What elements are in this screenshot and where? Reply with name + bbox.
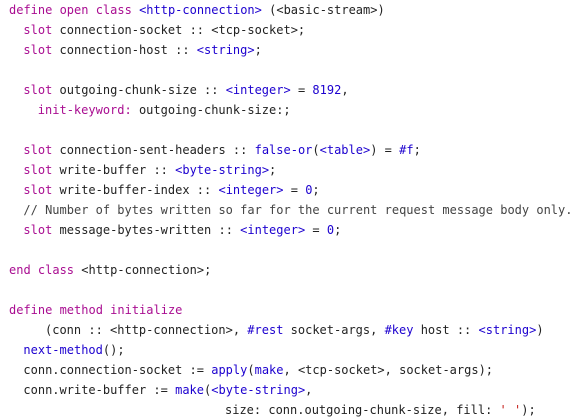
- code-token-plain: ) =: [370, 143, 400, 157]
- code-line: define open class <http-connection> (<ba…: [9, 0, 385, 20]
- code-token-number: 8192: [312, 83, 342, 97]
- code-token-plain: ;: [254, 43, 262, 57]
- code-token-type: #rest: [247, 323, 284, 337]
- code-token-type: make: [254, 363, 284, 377]
- code-line: size: conn.outgoing-chunk-size, fill: ' …: [225, 400, 536, 419]
- code-token-type: <integer>: [240, 223, 306, 237]
- code-line: slot write-buffer :: <byte-string>;: [23, 160, 276, 180]
- code-token-type: <byte-string>: [175, 163, 270, 177]
- code-token-type: apply: [211, 363, 248, 377]
- code-line: end class <http-connection>;: [9, 260, 211, 280]
- code-token-keyword: init-keyword:: [37, 103, 132, 117]
- code-token-plain: ,: [341, 83, 349, 97]
- code-line: slot write-buffer-index :: <integer> = 0…: [23, 180, 319, 200]
- code-token-plain: =: [283, 183, 306, 197]
- code-line: conn.write-buffer := make(<byte-string>,: [23, 380, 312, 400]
- code-token-type: <byte-string>: [211, 383, 306, 397]
- code-line: init-keyword: outgoing-chunk-size:;: [38, 100, 291, 120]
- code-token-plain: message-bytes-written ::: [52, 223, 241, 237]
- code-token-keyword: slot: [23, 183, 53, 197]
- code-token-keyword: slot: [23, 83, 53, 97]
- code-token-plain: ;: [312, 183, 320, 197]
- code-token-string: ' ': [499, 403, 522, 417]
- code-token-plain: host ::: [413, 323, 479, 337]
- code-token-plain: write-buffer ::: [52, 163, 176, 177]
- code-token-plain: connection-sent-headers ::: [52, 143, 255, 157]
- code-token-plain: socket-args,: [283, 323, 385, 337]
- code-token-keyword: initialize: [110, 303, 183, 317]
- code-line: // Number of bytes written so far for th…: [23, 200, 572, 220]
- code-token-plain: conn.connection-socket :=: [23, 363, 212, 377]
- code-token-plain: ;: [413, 143, 421, 157]
- code-token-type: false-or: [254, 143, 313, 157]
- code-token-type: make: [175, 383, 205, 397]
- code-token-plain: outgoing-chunk-size:;: [131, 103, 291, 117]
- code-token-number: 0: [326, 223, 335, 237]
- code-token-plain: write-buffer-index ::: [52, 183, 219, 197]
- code-token-plain: ): [536, 323, 544, 337]
- code-token-plain: ;: [269, 163, 277, 177]
- code-token-plain: =: [305, 223, 327, 237]
- code-token-keyword: end class: [9, 263, 75, 277]
- code-token-plain: (: [312, 143, 320, 157]
- code-token-keyword: define method: [9, 303, 103, 317]
- code-token-keyword: slot: [23, 143, 53, 157]
- code-token-keyword: slot: [23, 223, 53, 237]
- code-token-comment: // Number of bytes written so far for th…: [23, 203, 573, 217]
- code-token-type: <http-connection>: [139, 3, 262, 17]
- code-token-plain: connection-socket :: <tcp-socket>;: [52, 23, 306, 37]
- code-token-plain: ;: [334, 223, 342, 237]
- code-token-plain: ,: [305, 383, 313, 397]
- code-token-type: #key: [384, 323, 414, 337]
- code-token-type: <string>: [196, 43, 255, 57]
- code-token-plain: (: [247, 363, 255, 377]
- code-token-plain: size: conn.outgoing-chunk-size, fill:: [225, 403, 500, 417]
- code-line: slot connection-socket :: <tcp-socket>;: [23, 20, 305, 40]
- code-token-plain: conn.write-buffer :=: [23, 383, 176, 397]
- code-token-type: <integer>: [218, 183, 284, 197]
- code-token-type: <table>: [319, 143, 371, 157]
- code-line: define method initialize: [9, 300, 182, 320]
- code-token-plain: [132, 3, 139, 17]
- code-token-plain: , <tcp-socket>, socket-args);: [283, 363, 494, 377]
- code-token-type: #f: [399, 143, 414, 157]
- code-token-plain: ();: [102, 343, 125, 357]
- code-token-number: 0: [305, 183, 313, 197]
- code-token-plain: connection-host ::: [52, 43, 197, 57]
- code-token-plain: (<basic-stream>): [261, 3, 385, 17]
- code-token-keyword: slot: [23, 23, 53, 37]
- code-token-plain: );: [521, 403, 536, 417]
- code-line: next-method();: [23, 340, 124, 360]
- code-line: (conn :: <http-connection>, #rest socket…: [45, 320, 544, 340]
- code-token-type: <integer>: [225, 83, 291, 97]
- code-line: conn.connection-socket := apply(make, <t…: [23, 360, 493, 380]
- code-line: slot connection-sent-headers :: false-or…: [23, 140, 420, 160]
- code-token-keyword: define open class: [9, 3, 132, 17]
- code-token-keyword: slot: [23, 43, 53, 57]
- code-token-plain: (: [204, 383, 212, 397]
- code-token-plain: <http-connection>;: [74, 263, 212, 277]
- code-token-type: next-method: [23, 343, 103, 357]
- code-line: slot outgoing-chunk-size :: <integer> = …: [23, 80, 348, 100]
- code-token-keyword: slot: [23, 163, 53, 177]
- code-token-plain: =: [290, 83, 313, 97]
- code-line: slot connection-host :: <string>;: [23, 40, 261, 60]
- code-token-plain: (conn :: <http-connection>,: [45, 323, 248, 337]
- code-line: slot message-bytes-written :: <integer> …: [23, 220, 341, 240]
- code-token-plain: outgoing-chunk-size ::: [52, 83, 226, 97]
- code-token-type: <string>: [478, 323, 537, 337]
